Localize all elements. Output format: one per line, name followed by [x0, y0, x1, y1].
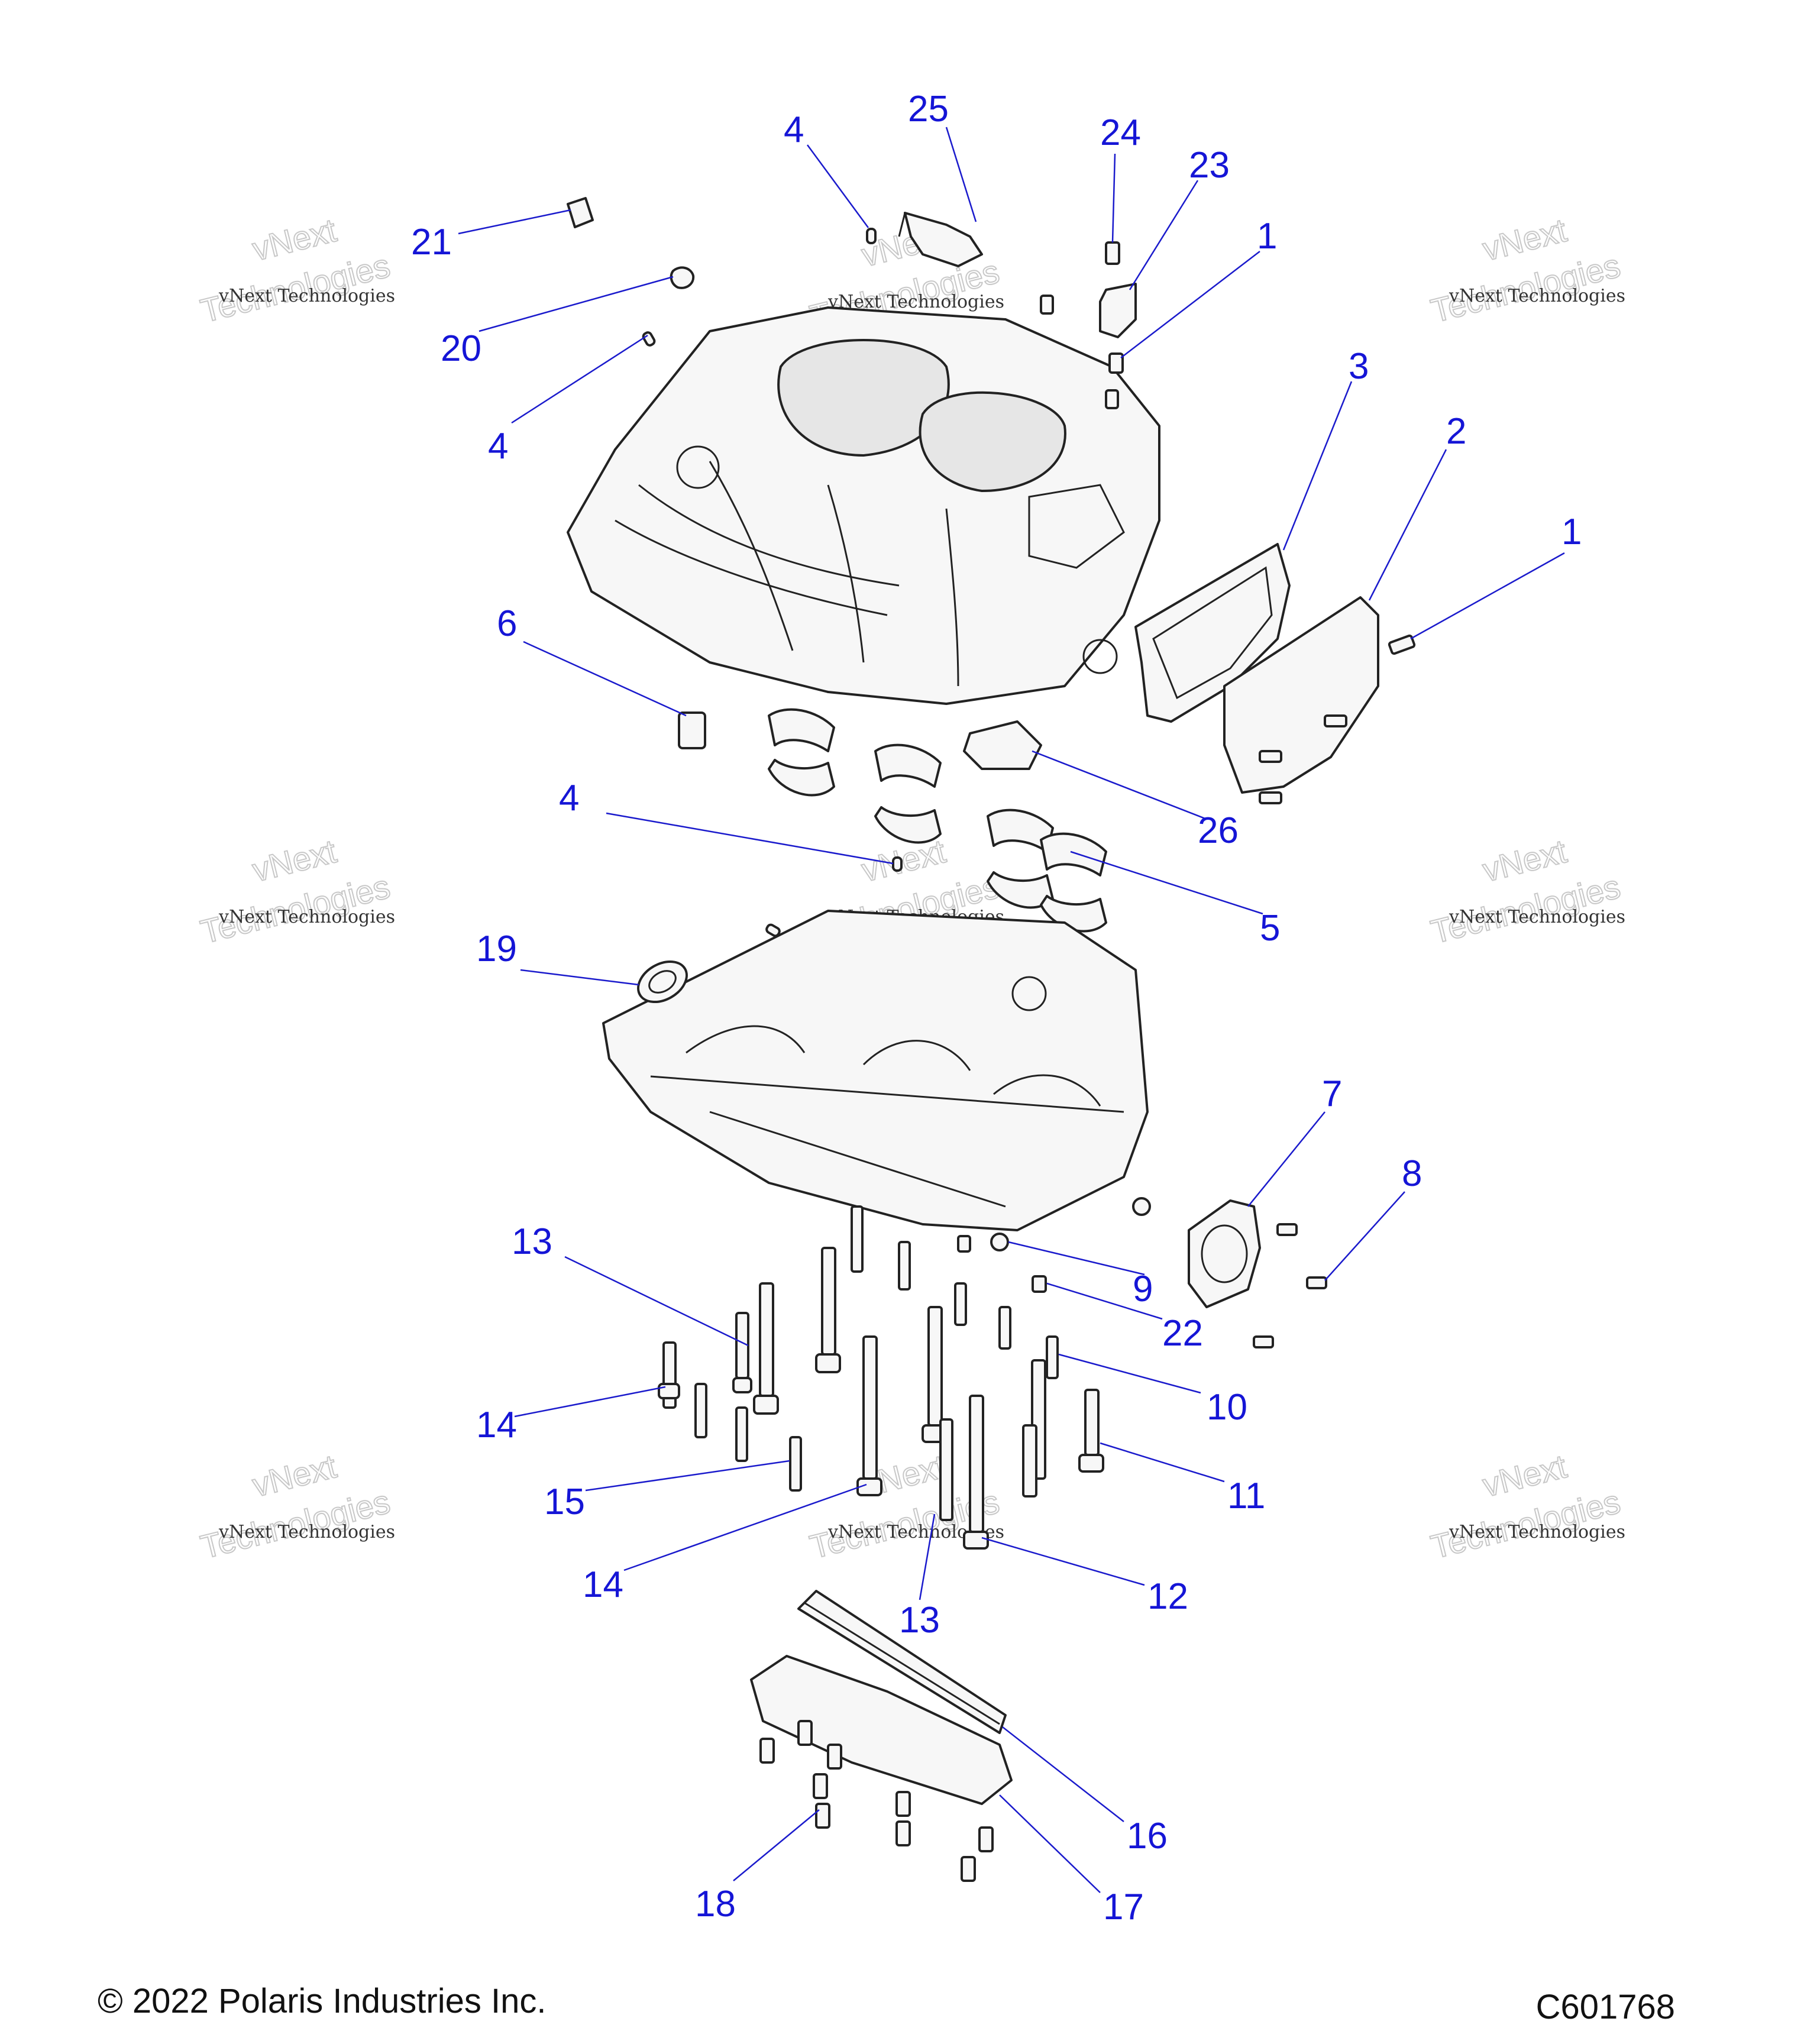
watermark: vNext Technologies vNext Technologies	[1427, 832, 1625, 951]
callout-4: 4	[784, 109, 804, 150]
fitting-23[interactable]	[1099, 283, 1137, 338]
callout-4: 4	[559, 778, 579, 819]
watermark: vNext Technologies vNext Technologies	[196, 1447, 395, 1566]
leader-lines	[458, 127, 1565, 1893]
svg-text:vNext: vNext	[1479, 211, 1570, 268]
dowel-pin-4-left[interactable]	[642, 331, 656, 347]
callout-14: 14	[476, 1405, 517, 1445]
chain-16[interactable]	[797, 1590, 1007, 1734]
callout-17: 17	[1103, 1887, 1144, 1927]
svg-text:vNext Technologies: vNext Technologies	[1449, 286, 1625, 306]
watermark: vNext Technologies vNext Technologies	[196, 832, 395, 951]
watermark: vNext Technologies vNext Technologies	[1427, 1447, 1625, 1566]
bolts-1-top[interactable]	[1040, 295, 1124, 409]
callout-11: 11	[1227, 1476, 1265, 1516]
callout-15: 15	[544, 1482, 585, 1522]
callout-6: 6	[497, 603, 517, 644]
figure-code: C601768	[1535, 1988, 1675, 2026]
callout-5: 5	[1260, 908, 1280, 949]
watermark: vNext Technologies vNext Technologies	[1427, 211, 1625, 330]
plug-21[interactable]	[567, 197, 594, 228]
callout-22: 22	[1162, 1313, 1203, 1354]
callout-1: 1	[1561, 512, 1582, 552]
callout-23: 23	[1189, 145, 1230, 186]
callout-14: 14	[583, 1564, 623, 1605]
callout-7: 7	[1322, 1073, 1342, 1114]
callout-10: 10	[1207, 1387, 1247, 1428]
svg-text:vNext Technologies: vNext Technologies	[1449, 1522, 1625, 1542]
callout-12: 12	[1147, 1576, 1188, 1617]
callout-18: 18	[695, 1884, 736, 1925]
lower-crankcase[interactable]	[602, 910, 1149, 1231]
callout-24: 24	[1100, 112, 1141, 153]
svg-text:vNext: vNext	[248, 211, 340, 268]
svg-text:vNext: vNext	[248, 1447, 340, 1504]
svg-text:vNext Technologies: vNext Technologies	[218, 286, 395, 306]
callout-21: 21	[411, 222, 452, 263]
callout-19: 19	[476, 929, 517, 969]
callout-1: 1	[1257, 216, 1277, 257]
bolts-8[interactable]	[1253, 1223, 1327, 1348]
plate-7[interactable]	[1188, 1199, 1261, 1308]
dowel-pin-left[interactable]	[765, 923, 781, 937]
svg-text:vNext Technologies: vNext Technologies	[218, 1522, 395, 1542]
bolts-18[interactable]	[759, 1720, 994, 1882]
callout-3: 3	[1349, 346, 1369, 387]
callout-8: 8	[1402, 1153, 1422, 1194]
oil-fitting-6[interactable]	[678, 711, 706, 749]
svg-text:vNext: vNext	[1479, 1447, 1570, 1504]
callout-9: 9	[1133, 1269, 1153, 1309]
svg-text:vNext Technologies: vNext Technologies	[1449, 907, 1625, 927]
plug-9[interactable]	[990, 1197, 1151, 1251]
bracket-25[interactable]	[898, 212, 983, 267]
crankcase-bolts[interactable]	[658, 1205, 1104, 1550]
gasket-17[interactable]	[750, 1655, 1013, 1805]
bolt-24[interactable]	[1105, 241, 1120, 265]
dowel-22[interactable]	[957, 1235, 1047, 1293]
dowel-pin-4-top[interactable]	[866, 228, 877, 244]
seal-26[interactable]	[963, 720, 1042, 770]
copyright-text: © 2022 Polaris Industries Inc.	[98, 1982, 547, 2020]
cover-2[interactable]	[1223, 596, 1379, 794]
callout-labels: 21 20 4 4 25 24 23 1 3 2 1 6 26 4 5 19 7…	[411, 89, 1582, 1927]
callout-13: 13	[899, 1600, 940, 1641]
watermark: vNext Technologies vNext Technologies	[196, 211, 395, 330]
plug-20[interactable]	[670, 266, 695, 289]
callout-13: 13	[512, 1221, 552, 1262]
callout-16: 16	[1127, 1816, 1168, 1857]
svg-text:vNext: vNext	[1479, 832, 1570, 889]
callout-20: 20	[441, 328, 481, 369]
dowel-pin-4-middle[interactable]	[892, 856, 903, 872]
svg-text:vNext: vNext	[248, 832, 340, 889]
cover-bolts-1[interactable]	[1259, 634, 1416, 804]
callout-25: 25	[908, 89, 949, 130]
callout-2: 2	[1446, 411, 1466, 452]
svg-text:vNext Technologies: vNext Technologies	[218, 907, 395, 927]
upper-crankcase[interactable]	[567, 306, 1160, 705]
callout-26: 26	[1198, 810, 1239, 851]
callout-4: 4	[488, 426, 508, 467]
seal-19[interactable]	[631, 953, 694, 1010]
